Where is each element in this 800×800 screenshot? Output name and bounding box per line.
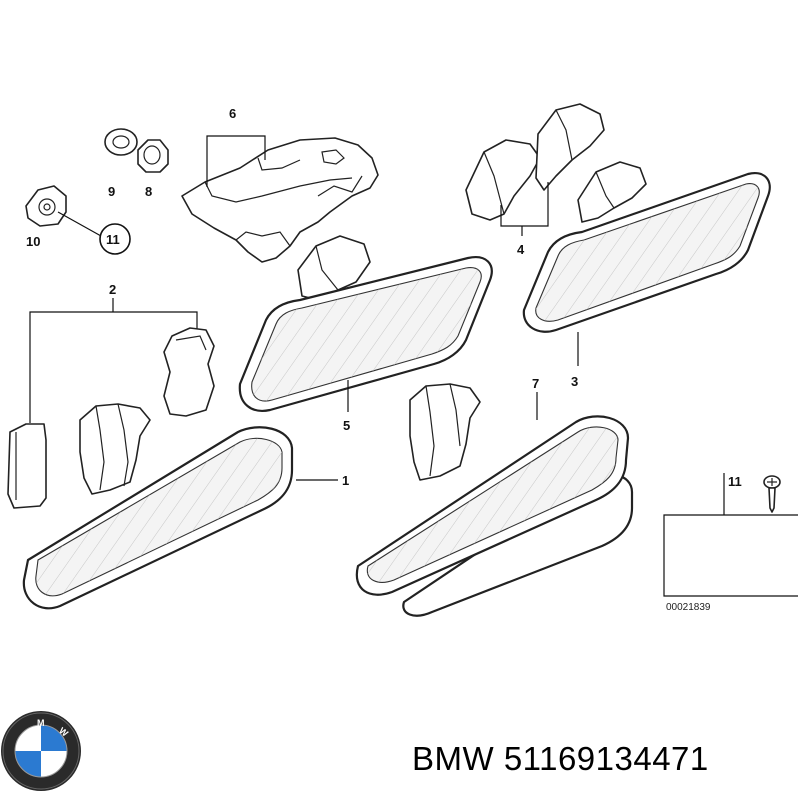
callout-1: 1 [342, 473, 349, 488]
callout-10: 10 [26, 234, 40, 249]
callout-4: 4 [517, 242, 525, 257]
reference-code: 00021839 [666, 602, 711, 613]
bmw-logo: B M W [1, 711, 81, 791]
screw-icon [763, 475, 781, 513]
part-7-bracket [409, 383, 481, 481]
callout-5: 5 [343, 418, 350, 433]
part-4-bracket-left [465, 139, 541, 221]
callout-11-circle [99, 223, 131, 255]
part-2-cover-small [163, 327, 215, 417]
part-3-mirror [522, 172, 771, 333]
legend-number-11: 11 [728, 474, 742, 489]
callout-2: 2 [109, 282, 116, 297]
part-9-ring [104, 128, 138, 156]
part-7-mirror-front [355, 415, 630, 596]
legend-box: 11 00021839 [663, 473, 798, 613]
part-6-housing-cover [181, 137, 379, 263]
logo-quadrants [15, 725, 67, 777]
part-8-cap [137, 139, 169, 173]
logo-letter-b: B [18, 733, 30, 745]
part-10-mount-plate [25, 185, 67, 227]
part-2-cover-large [7, 423, 47, 509]
brand-name: BMW [412, 740, 495, 777]
part-1-bracket [79, 403, 151, 495]
brand-part-number: BMW 51169134471 [412, 740, 709, 778]
part-number: 51169134471 [503, 740, 709, 777]
part-4-bracket-right [535, 103, 605, 191]
part-1-mirror [22, 426, 294, 610]
callout-6: 6 [229, 106, 236, 121]
callout-8: 8 [145, 184, 152, 199]
part-5-mirror [238, 256, 493, 412]
callout-7: 7 [532, 376, 539, 391]
callout-3: 3 [571, 374, 578, 389]
callout-9: 9 [108, 184, 115, 199]
logo-letter-m: M [37, 718, 45, 728]
callout-11: 11 [106, 232, 120, 247]
part-3-bracket [577, 161, 647, 223]
